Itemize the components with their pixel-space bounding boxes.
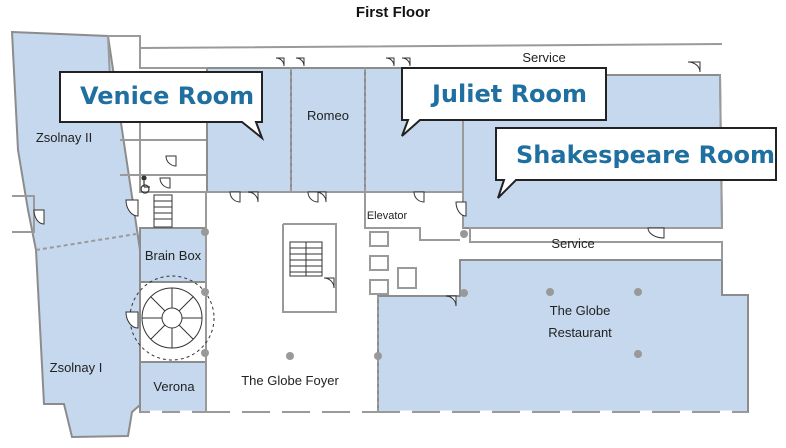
door-icon <box>455 201 467 217</box>
callout-venice-label[interactable]: Venice Room <box>80 82 255 110</box>
door-icon <box>295 57 305 67</box>
label-restaurant-line2: Restaurant <box>548 325 612 340</box>
callout-juliet-label[interactable]: Juliet Room <box>432 80 588 108</box>
label-zsolnay-1: Zsolnay I <box>49 360 103 375</box>
door-icon <box>315 191 327 203</box>
map-title: First Floor <box>355 4 431 21</box>
door-icon <box>413 191 425 203</box>
label-service-mid: Service <box>551 236 595 251</box>
label-zsolnay-2: Zsolnay II <box>35 130 93 145</box>
callout-shakespeare-box <box>495 127 777 199</box>
column-icon <box>634 350 642 358</box>
door-icon <box>229 191 241 203</box>
door-icon <box>275 57 285 67</box>
column-icon <box>460 230 468 238</box>
column-icon <box>201 228 209 236</box>
door-icon <box>401 57 411 67</box>
door-icon <box>247 191 259 203</box>
label-service-top: Service <box>522 50 566 65</box>
door-icon <box>385 57 395 67</box>
label-brain-box: Brain Box <box>144 248 202 263</box>
room-romeo[interactable] <box>290 67 366 193</box>
door-icon <box>165 155 177 167</box>
door-icon <box>687 61 701 73</box>
door-icon <box>125 199 139 217</box>
callout-venice-box <box>59 71 265 142</box>
label-globe-foyer: The Globe Foyer <box>241 373 339 388</box>
label-romeo: Romeo <box>307 108 349 123</box>
column-icon <box>546 288 554 296</box>
label-verona: Verona <box>153 379 195 394</box>
column-icon <box>201 288 209 296</box>
column-icon <box>201 349 209 357</box>
door-icon <box>445 295 457 307</box>
stairs-icon <box>153 194 323 277</box>
wheelchair-icon <box>140 175 150 194</box>
callout-shapes <box>59 67 777 199</box>
column-icons <box>201 228 642 360</box>
door-icon <box>159 177 171 189</box>
column-icon <box>286 352 294 360</box>
callout-juliet-box <box>401 67 607 137</box>
callout-shakespeare-label[interactable]: Shakespeare Room <box>516 141 776 169</box>
column-icon <box>634 288 642 296</box>
door-icon <box>323 277 335 289</box>
column-icon <box>460 289 468 297</box>
door-icon <box>125 311 139 329</box>
door-icon <box>33 209 45 225</box>
label-restaurant-line1: The Globe <box>549 303 611 318</box>
door-icon <box>647 227 665 239</box>
label-elevator: Elevator <box>366 210 408 222</box>
column-icon <box>374 352 382 360</box>
spiral-staircase-icon <box>129 275 215 361</box>
door-icon <box>307 191 319 203</box>
door-icons <box>33 57 701 329</box>
